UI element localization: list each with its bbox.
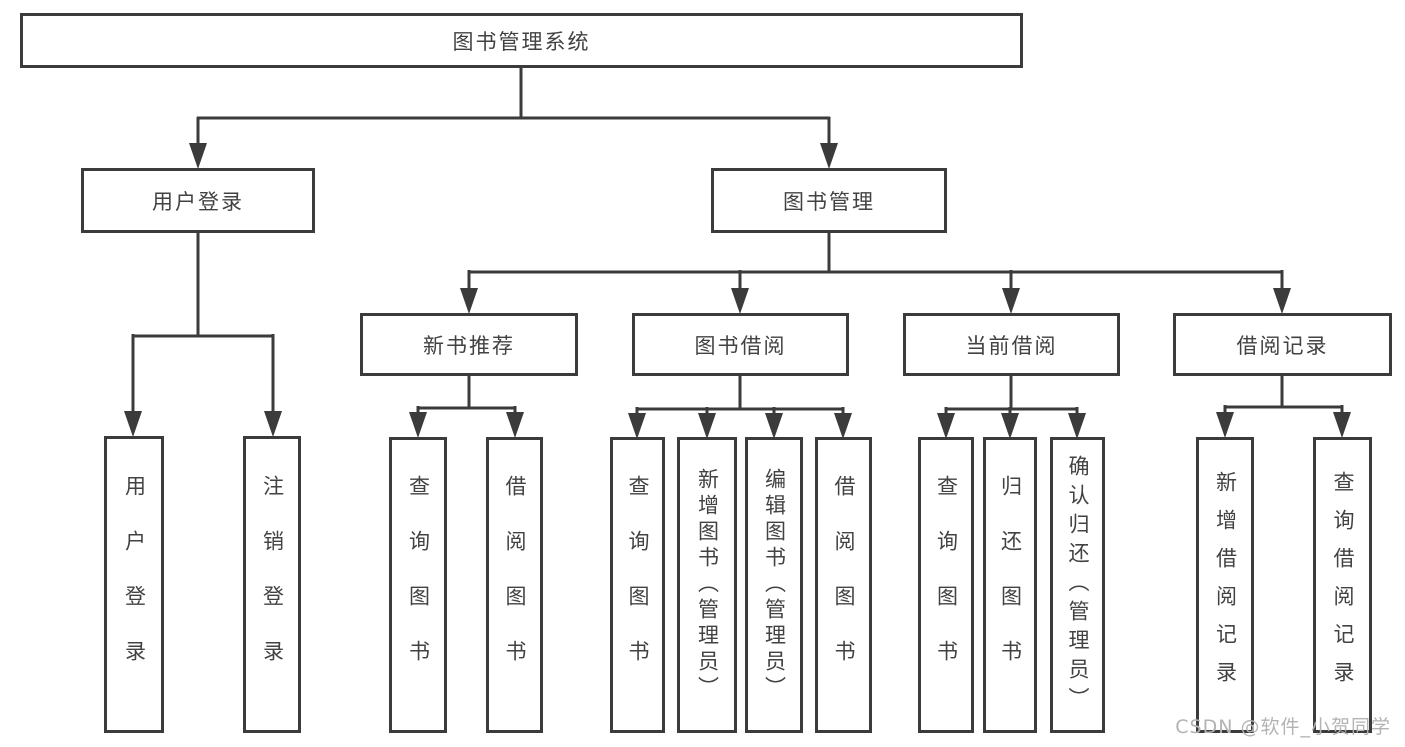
node-book-management-branch: 图书管理 bbox=[711, 168, 947, 233]
csdn-watermark: CSDN @软件_小贺同学 bbox=[1175, 716, 1391, 738]
leaf-add-borrow-record: 新增借阅记录 bbox=[1196, 437, 1254, 733]
leaf-label: 查询图书 bbox=[934, 475, 959, 695]
leaf-logout: 注销登录 bbox=[243, 436, 301, 733]
leaf-label: 借阅图书 bbox=[503, 475, 527, 695]
node-current-borrow: 当前借阅 bbox=[903, 313, 1120, 376]
node-user-login-branch: 用户登录 bbox=[81, 168, 315, 233]
node-new-book-recommend: 新书推荐 bbox=[360, 313, 578, 376]
leaf-label: 查询图书 bbox=[626, 475, 650, 695]
node-label: 当前借阅 bbox=[965, 333, 1058, 358]
node-label: 新书推荐 bbox=[423, 333, 515, 358]
leaf-label: 新增图书（管理员） bbox=[695, 468, 720, 702]
leaf-add-books-admin: 新增图书（管理员） bbox=[677, 437, 737, 733]
leaf-label: 借阅图书 bbox=[832, 475, 856, 695]
leaf-user-login: 用户登录 bbox=[104, 436, 164, 733]
leaf-label: 归还图书 bbox=[998, 475, 1023, 695]
leaf-label: 确认归还（管理员） bbox=[1066, 454, 1090, 716]
leaf-borrow-books: 借阅图书 bbox=[815, 437, 872, 733]
node-book-management-system: 图书管理系统 bbox=[20, 13, 1023, 68]
node-book-borrow: 图书借阅 bbox=[632, 313, 849, 376]
leaf-label: 查询借阅记录 bbox=[1331, 471, 1355, 699]
leaf-query-books-recommend: 查询图书 bbox=[389, 437, 447, 733]
leaf-label: 编辑图书（管理员） bbox=[762, 468, 787, 702]
node-label: 图书管理 bbox=[783, 189, 875, 214]
leaf-return-books: 归还图书 bbox=[983, 437, 1037, 733]
leaf-label: 用户登录 bbox=[122, 474, 147, 695]
leaf-label: 新增借阅记录 bbox=[1213, 471, 1238, 699]
node-label: 用户登录 bbox=[152, 189, 244, 214]
leaf-borrow-books-recommend: 借阅图书 bbox=[486, 437, 543, 733]
leaf-query-books-borrow: 查询图书 bbox=[610, 437, 665, 733]
leaf-query-borrow-record: 查询借阅记录 bbox=[1313, 437, 1372, 733]
leaf-label: 查询图书 bbox=[406, 475, 431, 695]
leaf-label: 注销登录 bbox=[260, 474, 285, 695]
leaf-edit-books-admin: 编辑图书（管理员） bbox=[745, 437, 803, 733]
leaf-query-books-current: 查询图书 bbox=[918, 437, 974, 733]
leaf-confirm-return-admin: 确认归还（管理员） bbox=[1050, 437, 1105, 733]
node-label: 借阅记录 bbox=[1236, 333, 1329, 358]
node-label: 图书借阅 bbox=[694, 333, 787, 358]
node-label: 图书管理系统 bbox=[452, 29, 591, 54]
node-borrow-records: 借阅记录 bbox=[1173, 313, 1392, 376]
